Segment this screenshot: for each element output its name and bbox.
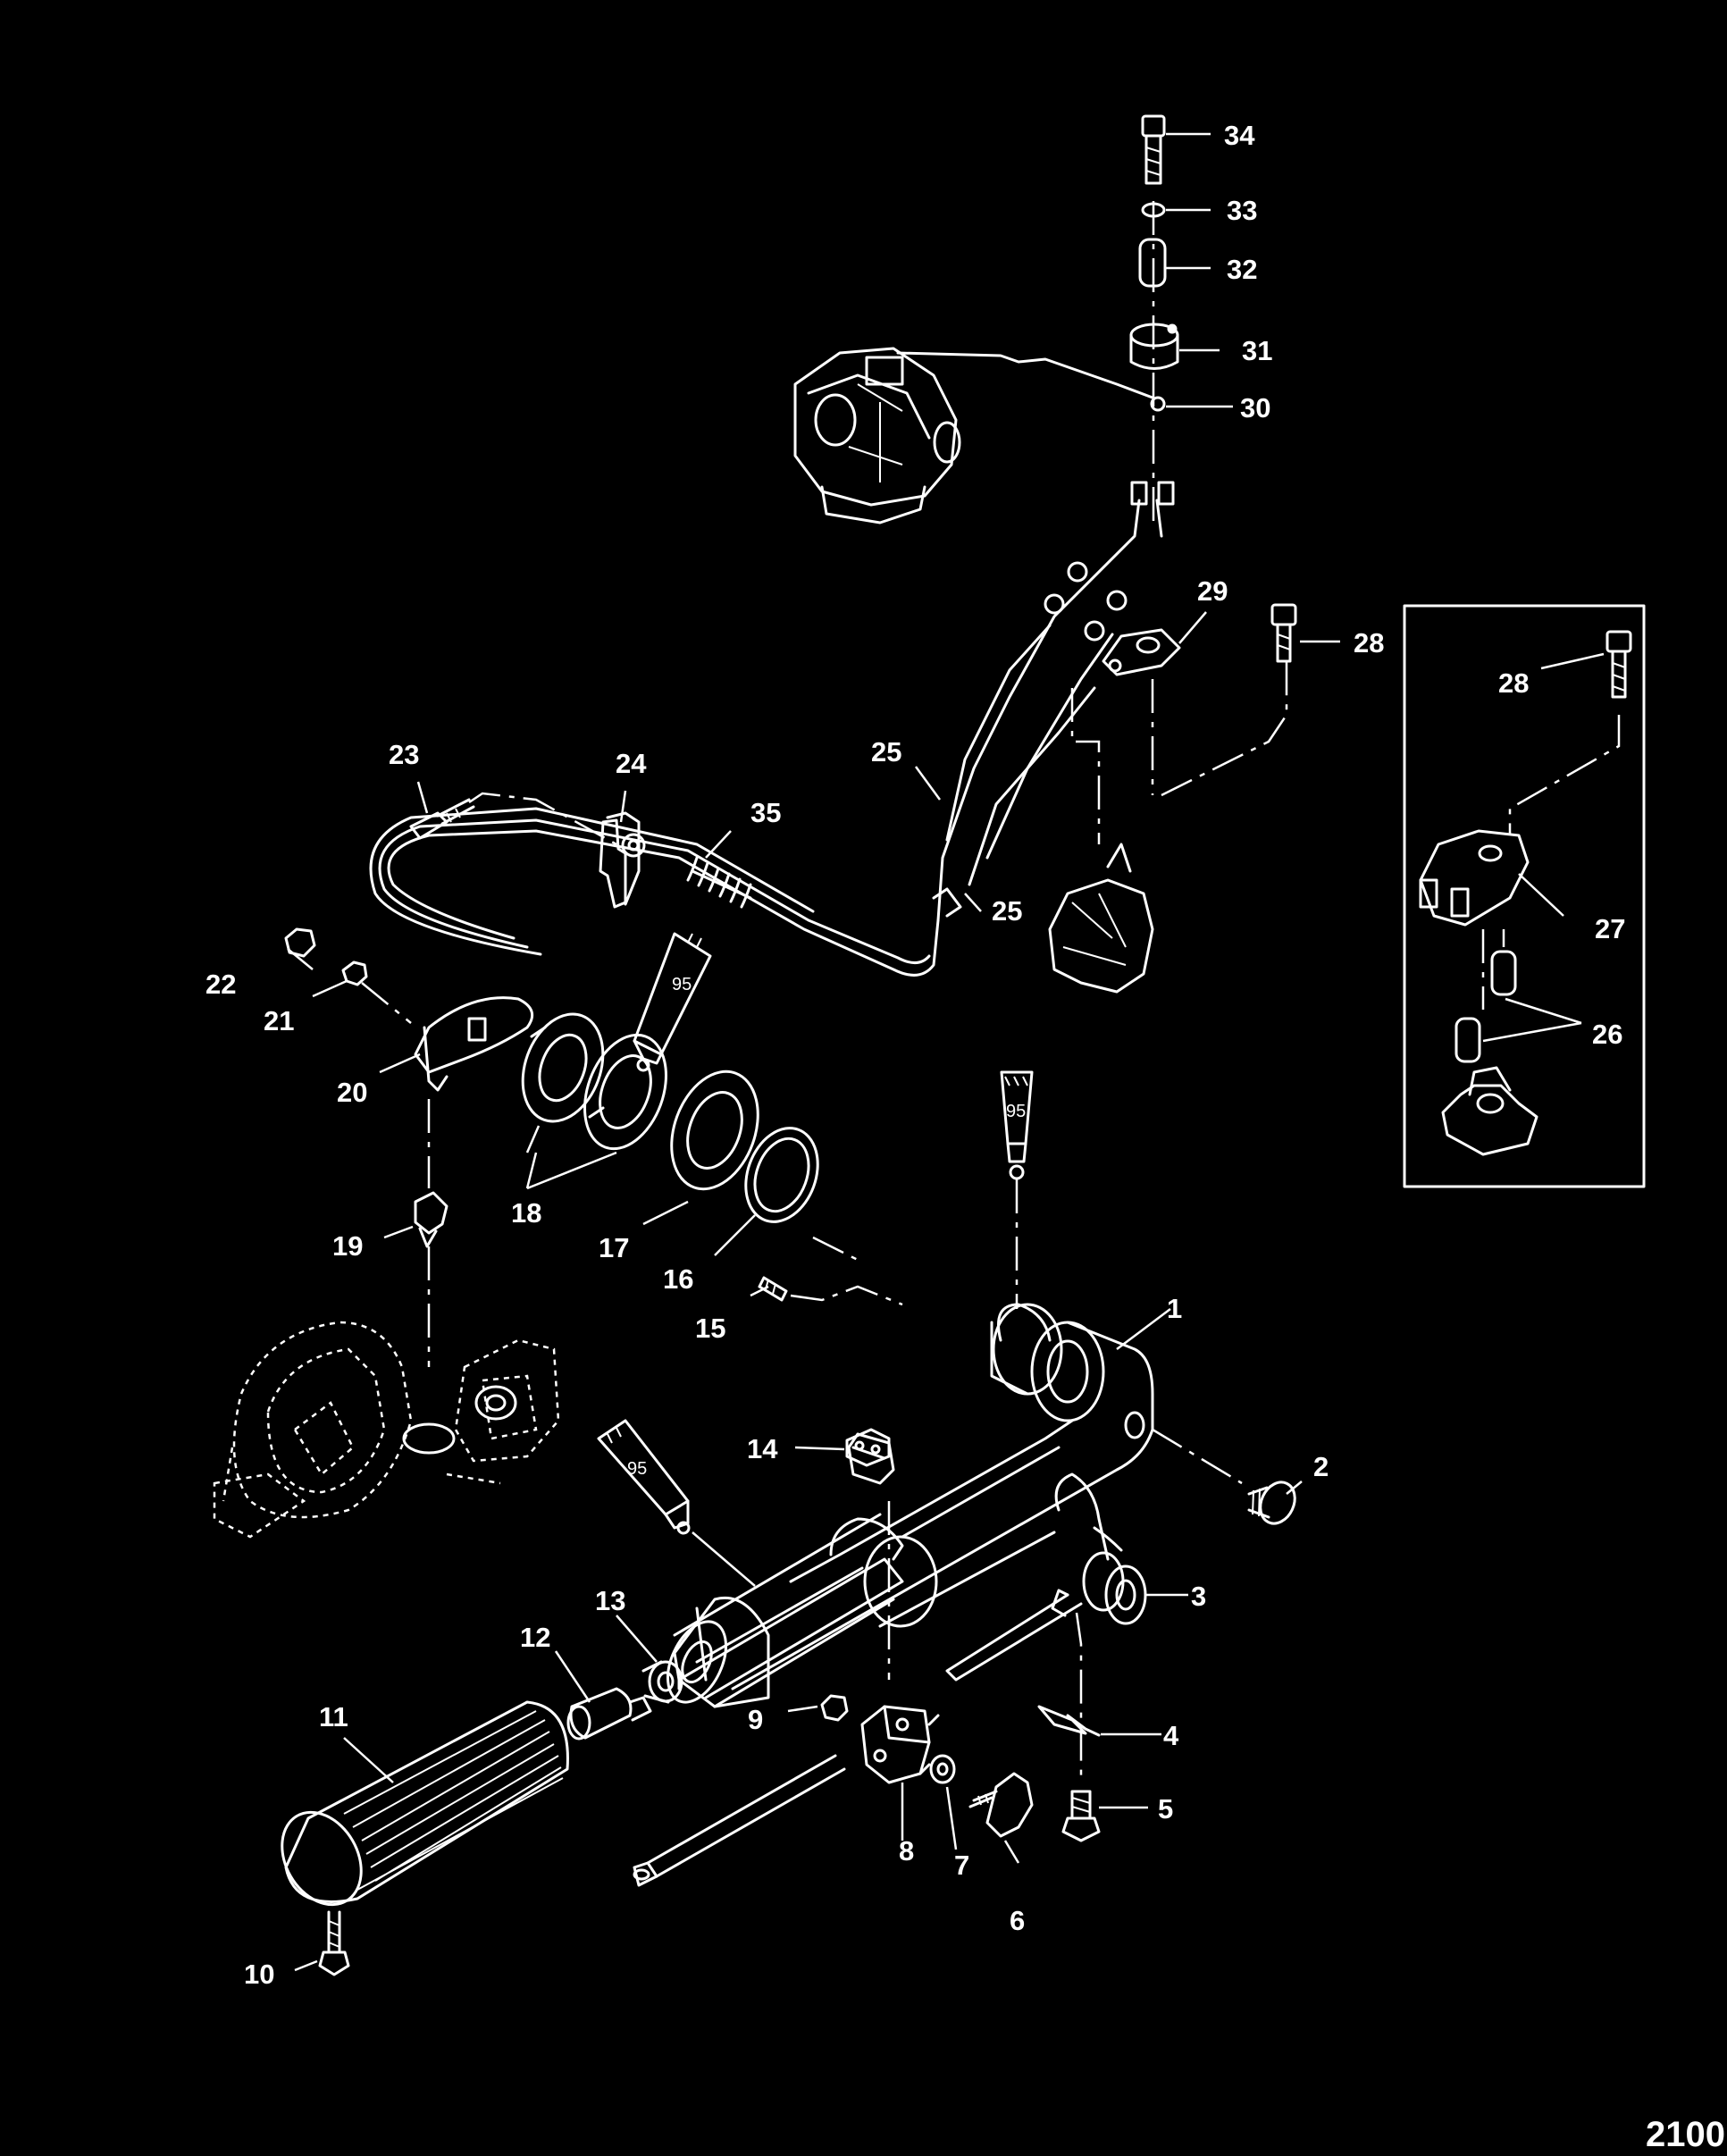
throttle-grip <box>281 1660 683 1976</box>
callout-13: 13 <box>595 1585 625 1616</box>
callout-32: 32 <box>1227 254 1257 285</box>
callout-25-lower: 25 <box>992 895 1022 927</box>
callout-2: 2 <box>1313 1451 1329 1482</box>
callout-29: 29 <box>1197 575 1228 607</box>
lubricant-tube-2: 95 <box>1000 1070 1034 1309</box>
callout-8: 8 <box>899 1835 914 1867</box>
callout-labels: 34 33 32 31 30 29 28 28 27 26 25 25 24 2… <box>205 120 1625 1990</box>
tiller-pivot-housing <box>213 1099 560 1539</box>
callout-12: 12 <box>520 1622 550 1653</box>
carburetor-drawing <box>793 347 1154 524</box>
callout-22: 22 <box>205 969 236 1000</box>
friction-knob-parts <box>633 1694 1034 1887</box>
shift-cable-assembly: 95 <box>284 792 940 1092</box>
callout-33: 33 <box>1227 195 1257 226</box>
callout-18: 18 <box>511 1197 541 1229</box>
tube-label-95: 95 <box>627 1459 647 1479</box>
callout-31: 31 <box>1242 335 1272 366</box>
lubricant-tube-3: 95 <box>597 1419 756 1587</box>
inset-detail-box <box>1403 604 1646 1188</box>
callout-25-upper: 25 <box>871 736 901 768</box>
callout-20: 20 <box>337 1077 367 1108</box>
callout-6: 6 <box>1010 1905 1025 1936</box>
tube-label-95: 95 <box>1006 1102 1026 1121</box>
callout-35: 35 <box>750 797 781 828</box>
callout-23: 23 <box>389 739 419 770</box>
callout-10: 10 <box>244 1959 274 1990</box>
callout-1: 1 <box>1167 1293 1182 1324</box>
set-screw-15 <box>758 1276 903 1306</box>
throttle-cables <box>932 481 1297 994</box>
end-cap <box>1247 1481 1296 1525</box>
stop-switch <box>945 1472 1147 1778</box>
callout-19: 19 <box>332 1230 363 1262</box>
callout-3: 3 <box>1191 1581 1206 1612</box>
callout-leaders <box>287 132 1605 1972</box>
tiller-arm <box>666 1303 1243 1708</box>
callout-4: 4 <box>1163 1720 1179 1751</box>
callout-15: 15 <box>695 1313 725 1344</box>
clip-and-screw <box>1037 1705 1101 1842</box>
callout-9: 9 <box>748 1704 763 1735</box>
lubricant-tube-1: 95 <box>633 932 712 1072</box>
callout-17: 17 <box>599 1232 629 1263</box>
callout-26: 26 <box>1592 1019 1622 1050</box>
callout-28: 28 <box>1354 627 1384 659</box>
callout-28-inset: 28 <box>1498 667 1529 699</box>
callout-11: 11 <box>319 1701 348 1732</box>
throttle-cam-stack <box>1129 114 1179 527</box>
seals-and-washers <box>521 1012 859 1262</box>
callout-24: 24 <box>616 748 647 779</box>
callout-21: 21 <box>264 1005 294 1036</box>
callout-16: 16 <box>663 1263 693 1295</box>
callout-27: 27 <box>1595 913 1625 944</box>
figure-number: 2100 <box>1646 2115 1725 2154</box>
callout-34: 34 <box>1224 120 1255 151</box>
callout-14: 14 <box>747 1433 778 1464</box>
tube-label-95: 95 <box>672 975 692 994</box>
callout-30: 30 <box>1240 392 1270 424</box>
plate-14 <box>845 1428 891 1467</box>
callout-5: 5 <box>1158 1793 1173 1825</box>
callout-7: 7 <box>954 1850 969 1881</box>
